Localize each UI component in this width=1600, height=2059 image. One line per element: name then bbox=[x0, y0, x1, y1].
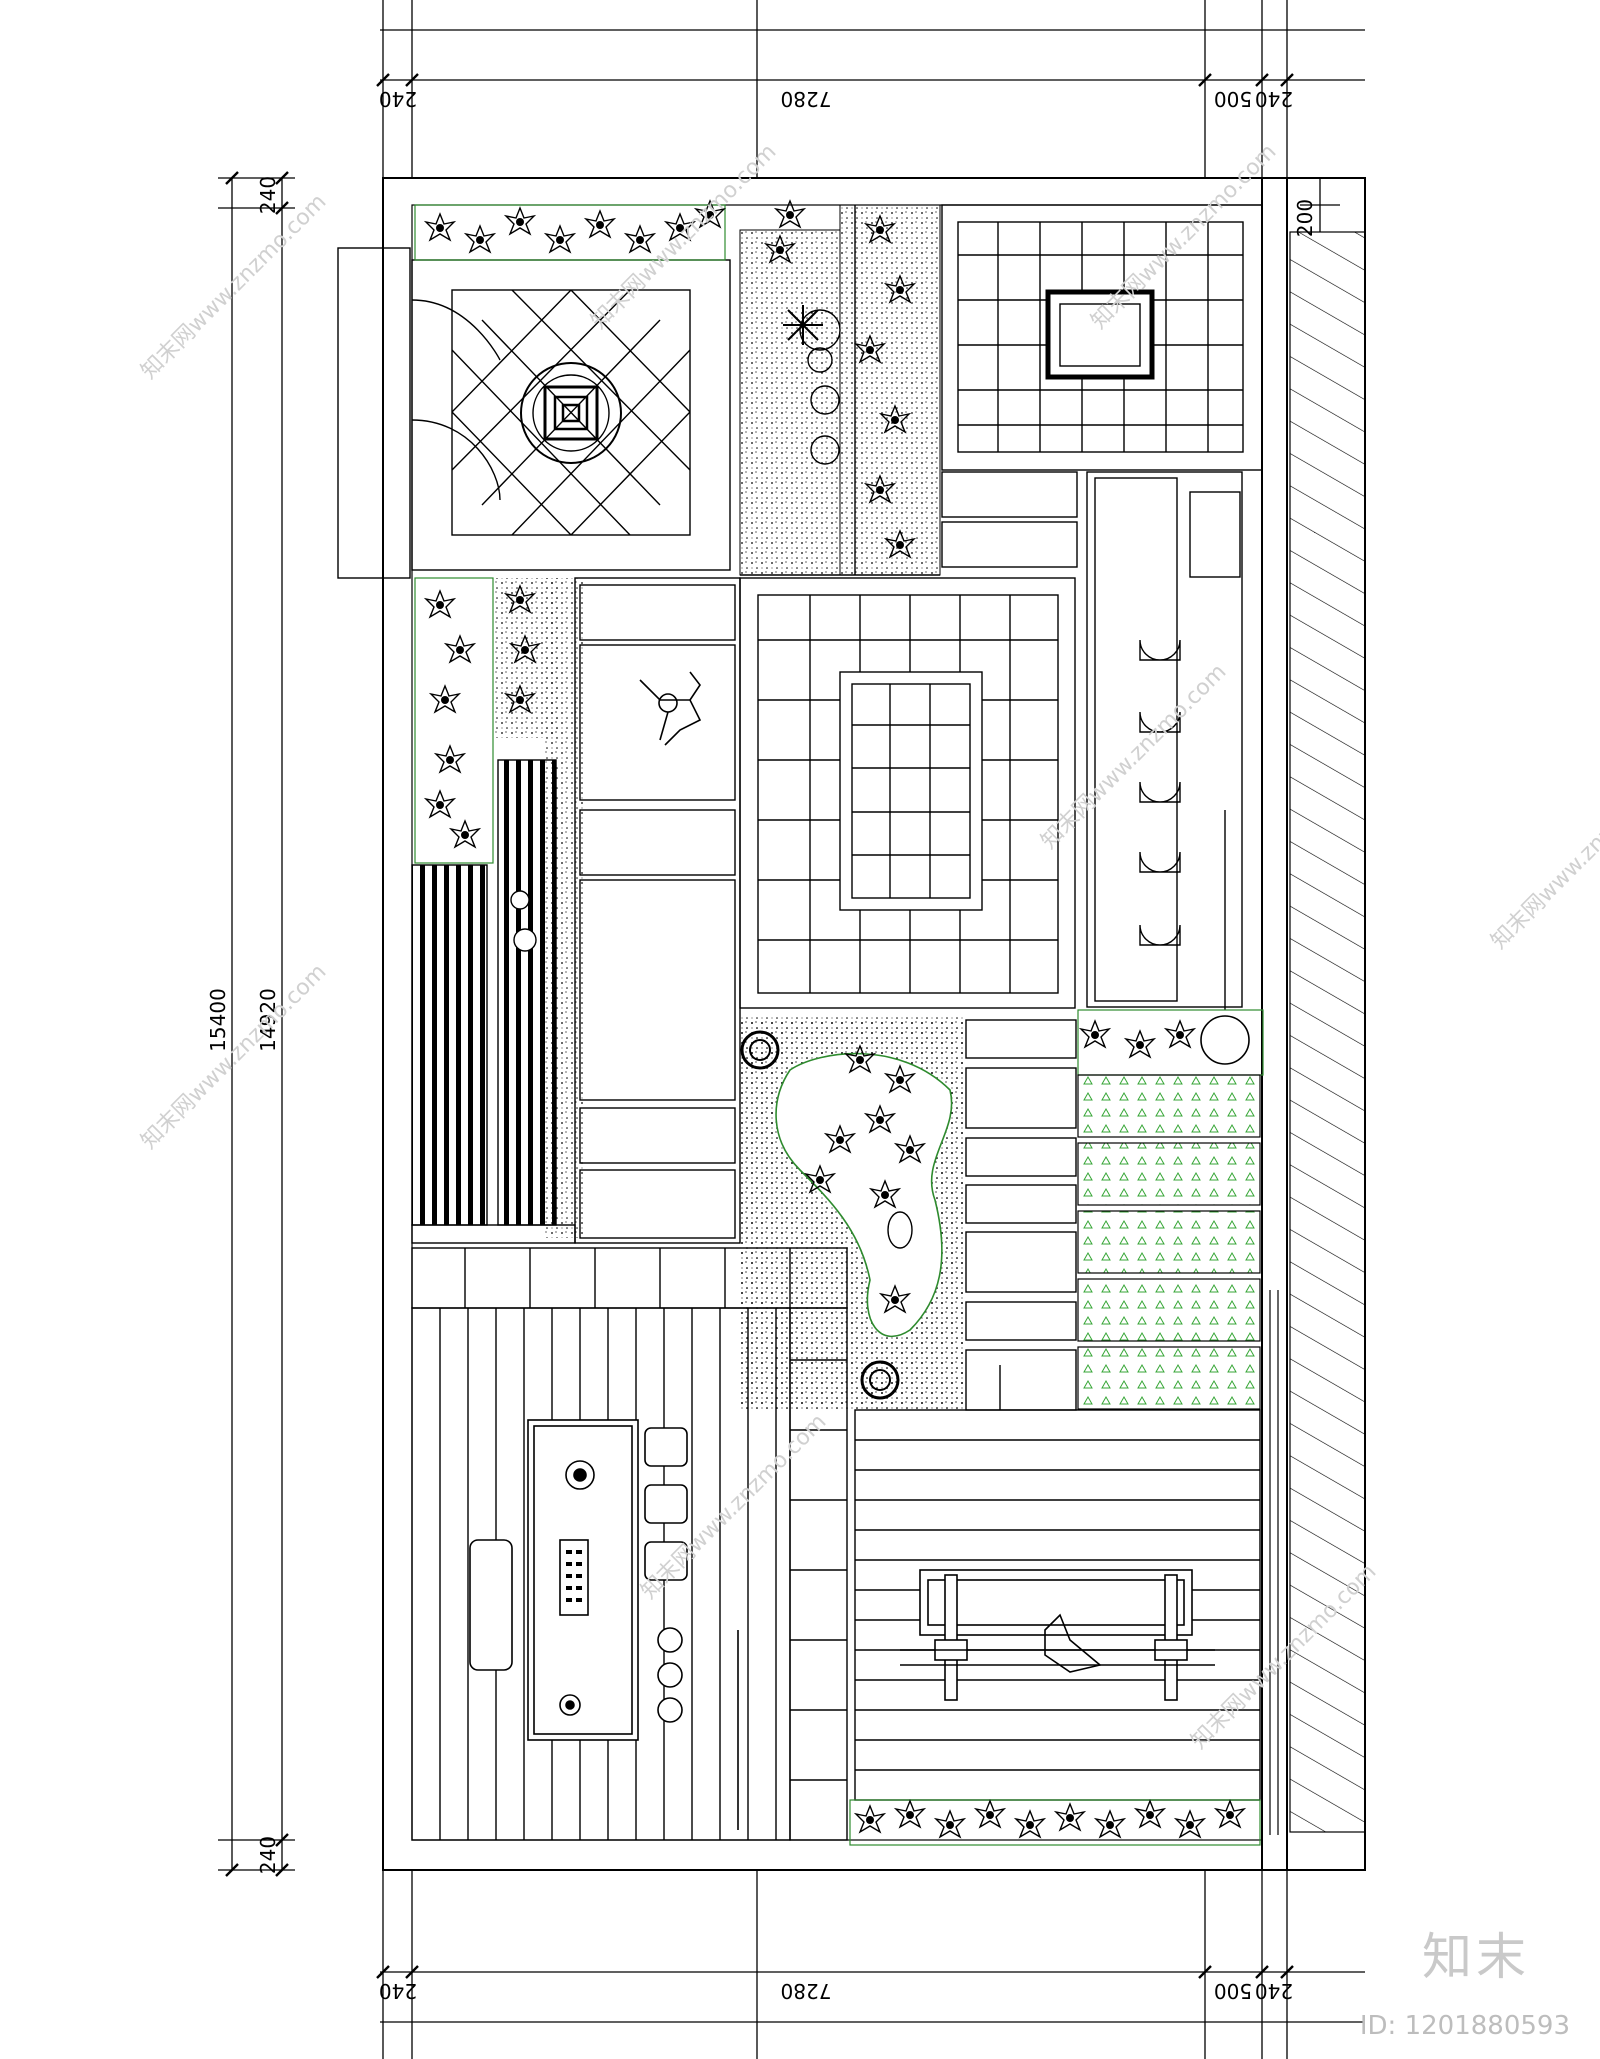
brand-id: ID: 1201880593 bbox=[1359, 2011, 1570, 2041]
brand-logo: 知末 bbox=[1422, 1928, 1530, 1986]
stepping-slabs-right bbox=[965, 1019, 1077, 1411]
dim-left-bottom: 240 bbox=[256, 1836, 280, 1874]
deck-bottom-left bbox=[411, 1247, 848, 1841]
watermark-text: 知末网www.znzmo.com bbox=[1037, 659, 1232, 854]
dim-bottom-left: 240 bbox=[379, 1979, 417, 2003]
dimension-grid bbox=[218, 0, 1365, 2059]
pavilion-top-left bbox=[337, 247, 731, 579]
pavilion-center bbox=[739, 577, 1076, 1009]
watermark-text: 知末网www.znzmo.com bbox=[137, 189, 332, 384]
dim-bottom-right-b: 240 bbox=[1255, 1979, 1293, 2003]
dim-top-left: 240 bbox=[379, 87, 417, 111]
planting-cluster-top bbox=[765, 200, 915, 558]
deck-left-boards bbox=[411, 759, 576, 1244]
dimension-ticks bbox=[225, 73, 1294, 1979]
garden-pond bbox=[740, 1015, 965, 1410]
steps-upper bbox=[941, 471, 1078, 568]
planting-strip-top bbox=[414, 200, 726, 261]
dim-bottom-right-a: 500 bbox=[1214, 1979, 1252, 2003]
watermark-text: 知末网www.znzmo.com bbox=[1087, 139, 1282, 334]
person-figure bbox=[639, 671, 702, 746]
boundary-hatch-strip bbox=[1269, 231, 1366, 1835]
dim-top-middle: 7280 bbox=[781, 87, 832, 111]
dim-left-top: 240 bbox=[256, 176, 280, 214]
dim-left-overall: 15400 bbox=[206, 988, 230, 1052]
dim-top-right-a: 500 bbox=[1214, 87, 1252, 111]
deck-top-right bbox=[941, 204, 1263, 471]
watermark-text: 知末网www.znzmo.com bbox=[1487, 759, 1600, 954]
tea-table bbox=[469, 1419, 739, 1830]
lawn-strips bbox=[1077, 1009, 1264, 1410]
dim-top-right-b: 240 bbox=[1255, 87, 1293, 111]
dim-right-top: 200 bbox=[1293, 199, 1317, 237]
dim-left-inner: 14920 bbox=[256, 988, 280, 1052]
stepping-slabs-left bbox=[574, 577, 741, 1244]
bar-counter bbox=[1086, 471, 1243, 1010]
dining-set bbox=[900, 1569, 1215, 1701]
planting-strip-bottom bbox=[849, 1799, 1261, 1846]
dim-bottom-middle: 7280 bbox=[781, 1979, 832, 2003]
watermark-text: 知末网www.znzmo.com bbox=[137, 959, 332, 1154]
planting-strip-left bbox=[414, 577, 561, 864]
